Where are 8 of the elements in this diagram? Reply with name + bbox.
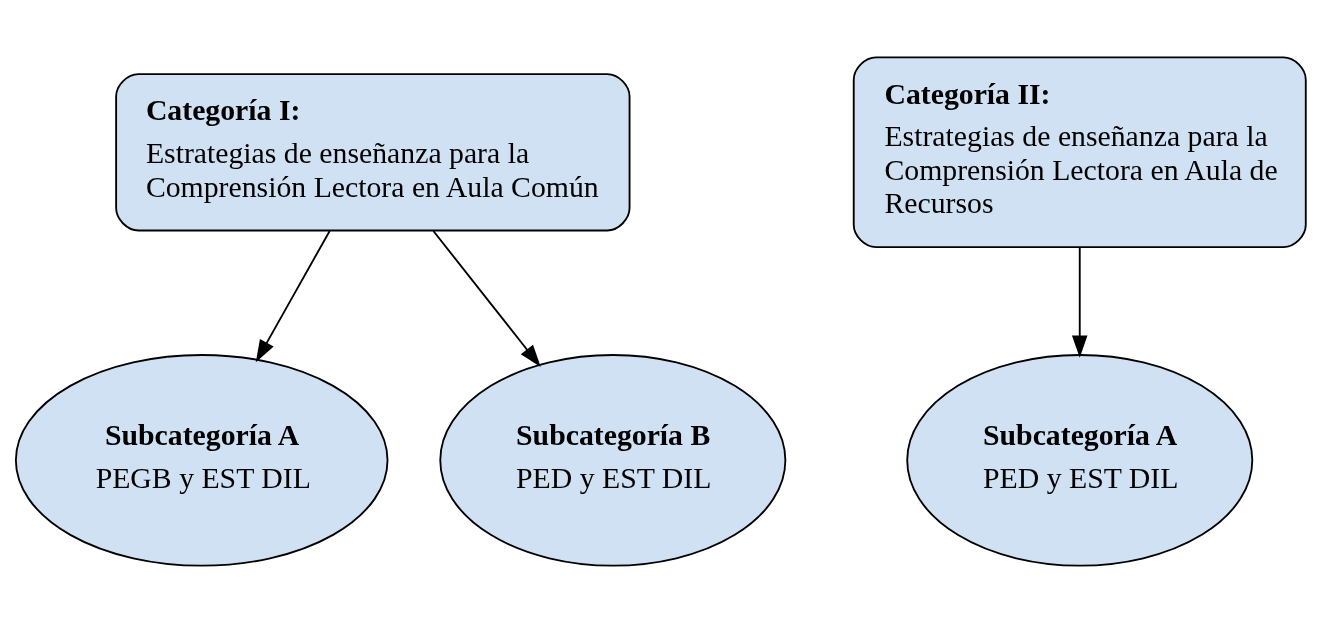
- node-ellipse: Subcategoría A PED y EST DIL: [906, 354, 1254, 567]
- node-box: Categoría I: Estrategias de enseñanza para la Comprensión Lectora en Aula Común: [115, 73, 631, 232]
- node-box: Categoría II: Estrategias de enseñanza para la Comprensión Lectora en Aula de Recursos: [852, 56, 1307, 249]
- arrow: [255, 230, 331, 363]
- node-ellipse: Subcategoría B PED y EST DIL: [439, 354, 787, 567]
- arrow: [1071, 247, 1088, 358]
- arrow: [432, 230, 541, 368]
- node-ellipse: Subcategoría A PEGB y EST DIL: [14, 354, 389, 567]
